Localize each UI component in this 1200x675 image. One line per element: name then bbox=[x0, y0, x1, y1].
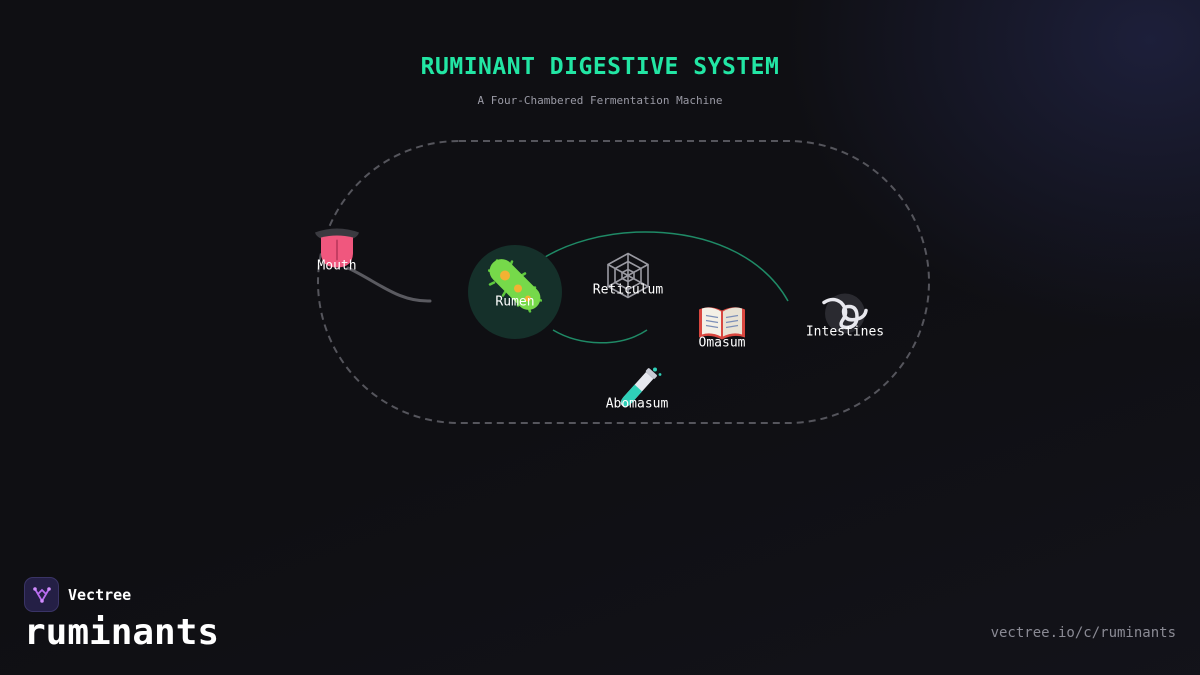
node-reticulum-label: Reticulum bbox=[592, 282, 664, 298]
page-title: RUMINANT DIGESTIVE SYSTEM bbox=[420, 54, 780, 80]
rumination-return-arc bbox=[552, 329, 648, 344]
test-tube-icon bbox=[611, 366, 663, 417]
body-boundary bbox=[317, 140, 930, 424]
tongue-icon bbox=[312, 227, 362, 274]
page-subtitle: A Four-Chambered Fermentation Machine bbox=[477, 94, 723, 107]
microbe-icon bbox=[487, 259, 543, 316]
brand-name: Vectree bbox=[68, 585, 132, 604]
node-intestines: Intestines bbox=[806, 293, 884, 340]
node-omasum: Omasum bbox=[697, 304, 747, 351]
node-rumen: Rumen bbox=[487, 259, 543, 316]
rumination-cycle-arc bbox=[526, 231, 789, 302]
node-mouth-label: Mouth bbox=[317, 258, 357, 274]
spider-web-icon bbox=[604, 252, 652, 303]
node-reticulum: Reticulum bbox=[593, 252, 663, 303]
node-intestines-label: Intestines bbox=[805, 324, 885, 340]
channel-url[interactable]: vectree.io/c/ruminants bbox=[990, 625, 1176, 641]
node-abomasum: Abomasum bbox=[606, 366, 668, 417]
node-mouth: Mouth bbox=[312, 227, 362, 274]
vectree-logo-icon bbox=[24, 577, 59, 612]
brand: Vectree bbox=[24, 577, 131, 612]
esophagus-tube bbox=[346, 266, 432, 303]
channel-name: ruminants bbox=[24, 612, 220, 653]
node-rumen-label: Rumen bbox=[495, 294, 535, 310]
node-omasum-label: Omasum bbox=[698, 335, 746, 351]
node-abomasum-label: Abomasum bbox=[605, 396, 669, 412]
double-curly-loop-icon bbox=[819, 293, 871, 338]
open-book-icon bbox=[697, 304, 747, 345]
